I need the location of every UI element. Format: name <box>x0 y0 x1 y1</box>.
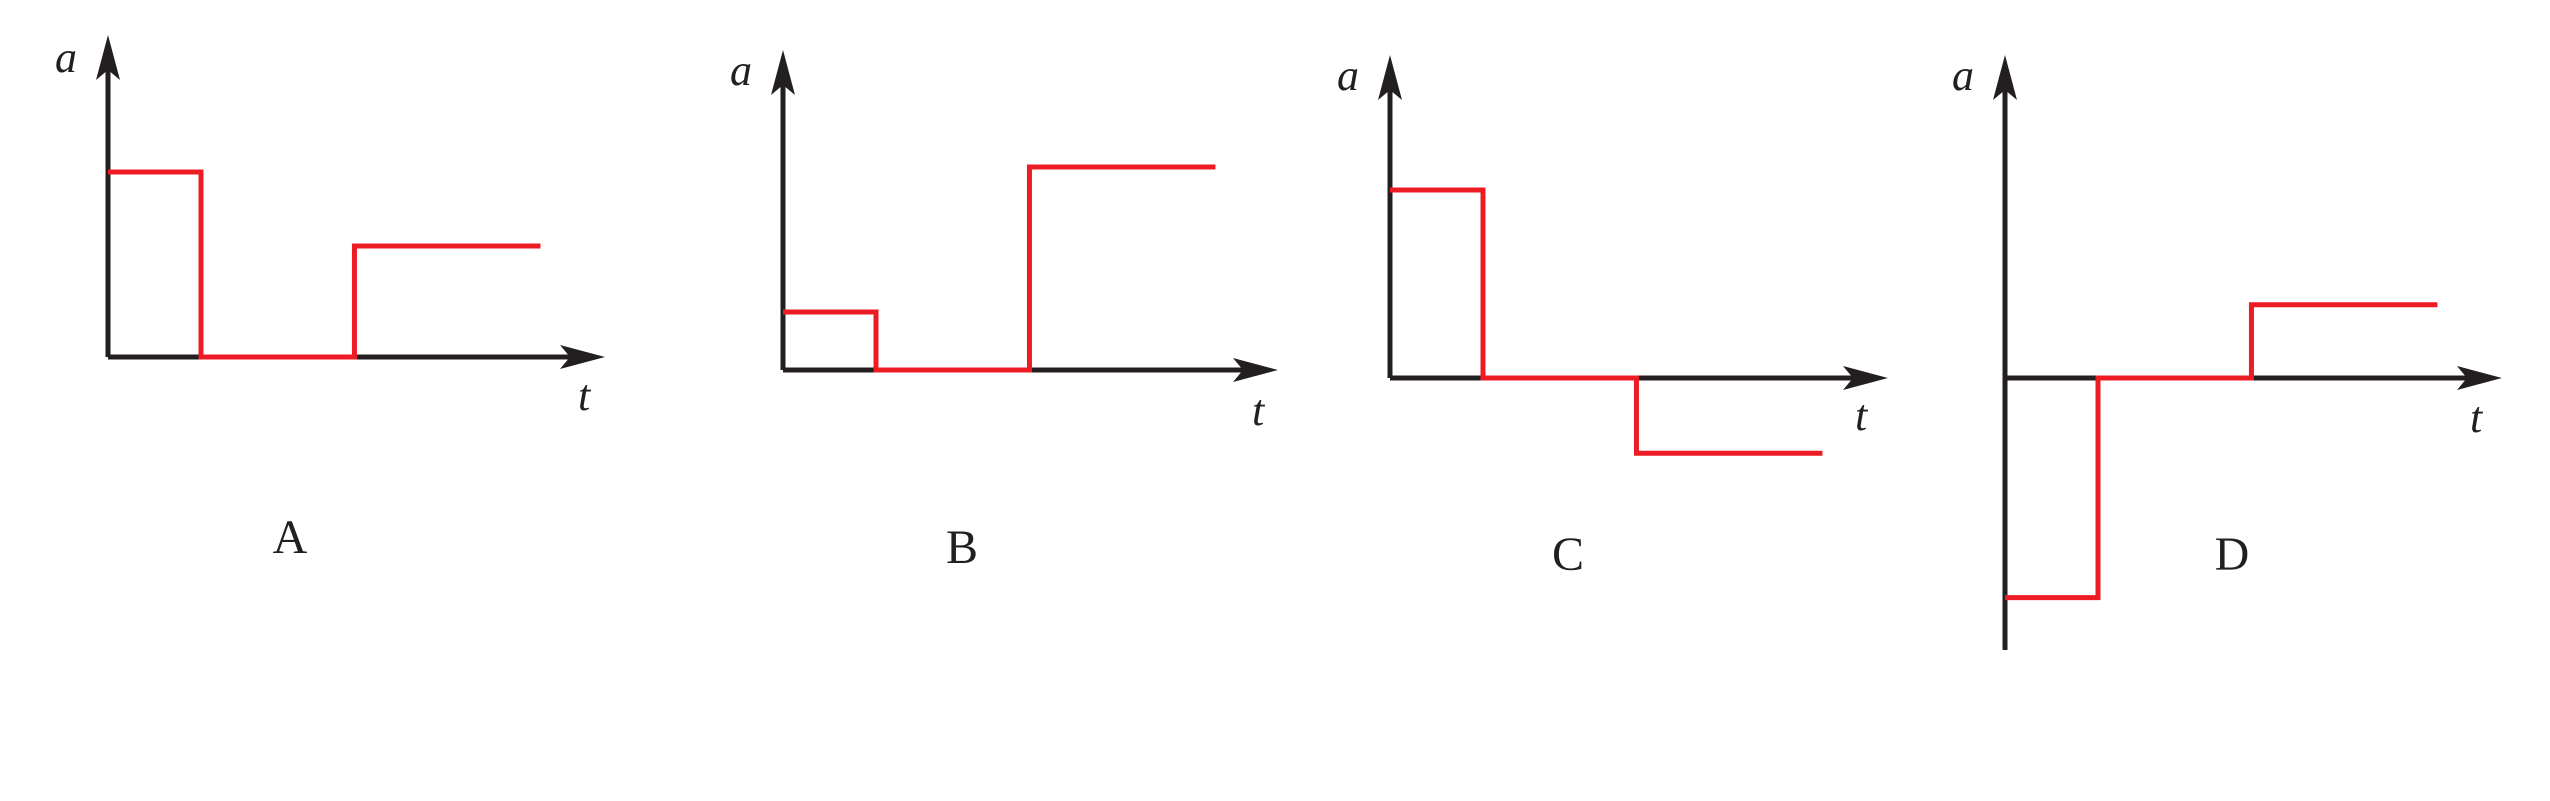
x-axis-label: t <box>578 371 592 420</box>
acceleration-graph <box>1390 187 1823 456</box>
panel-label: B <box>946 521 978 574</box>
y-axis-label: a <box>55 33 77 82</box>
panel-c: a t C <box>1337 51 1888 581</box>
x-axis-label: t <box>2470 393 2484 442</box>
y-axis-label: a <box>1337 51 1359 100</box>
y-axis-arrow-icon <box>771 50 795 95</box>
x-axis-label: t <box>1855 391 1869 440</box>
acceleration-graph <box>108 169 541 360</box>
x-axis-arrow-icon <box>1233 358 1278 382</box>
y-axis-label: a <box>730 46 752 95</box>
panel-d: a t D <box>1952 51 2502 650</box>
panel-a: a t A <box>55 33 605 564</box>
x-axis-arrow-icon <box>2457 366 2502 390</box>
panel-b: a t B <box>730 46 1278 574</box>
acceleration-graph <box>783 164 1216 373</box>
x-axis-label: t <box>1252 386 1266 435</box>
y-axis-arrow-icon <box>96 35 120 80</box>
y-axis-label: a <box>1952 51 1974 100</box>
y-axis-arrow-icon <box>1993 55 2017 100</box>
y-axis-arrow-icon <box>1378 55 1402 100</box>
acceleration-graph <box>2005 302 2438 601</box>
panel-label: C <box>1552 528 1584 581</box>
x-axis-arrow-icon <box>560 345 605 369</box>
panel-label: D <box>2215 528 2250 581</box>
x-axis-arrow-icon <box>1843 366 1888 390</box>
panel-label: A <box>273 511 308 564</box>
